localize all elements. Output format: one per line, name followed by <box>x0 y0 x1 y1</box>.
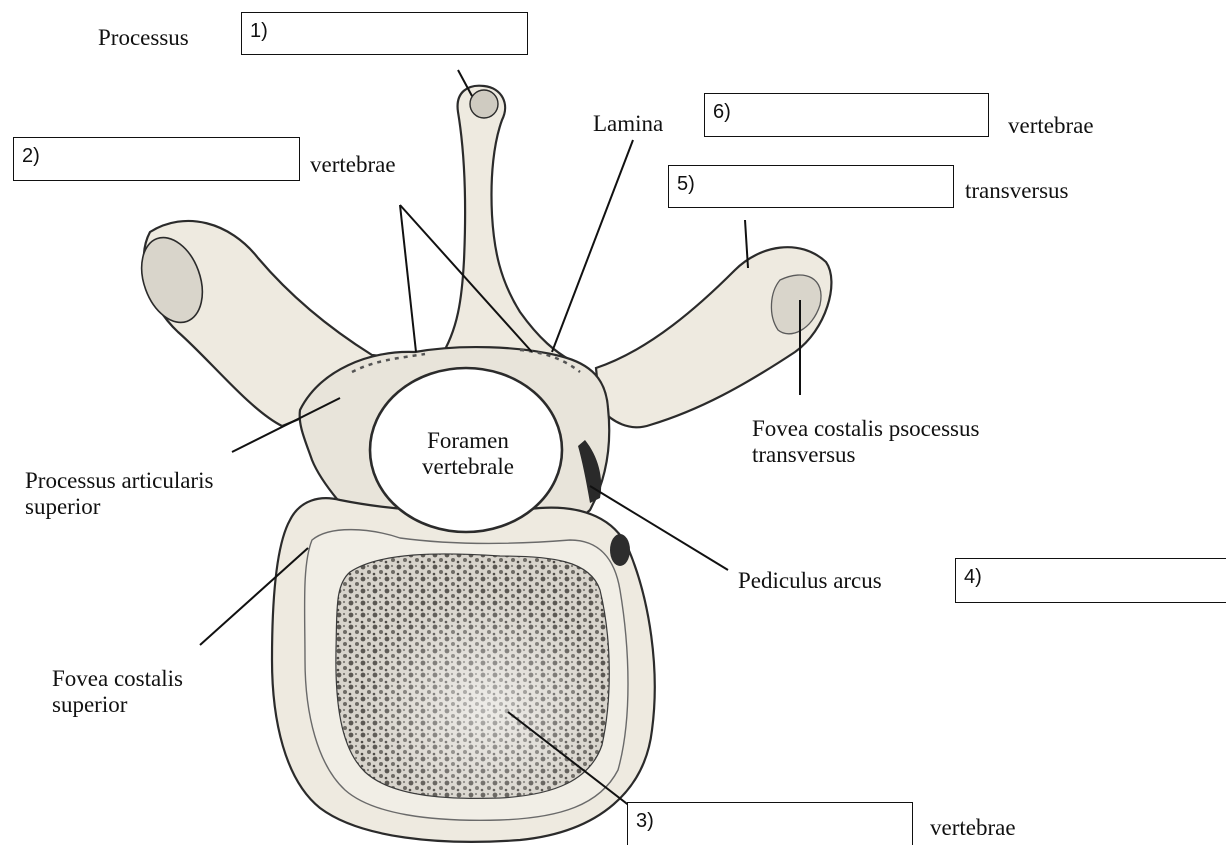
label-pediculus-arcus: Pediculus arcus <box>738 568 882 594</box>
answer-box-2[interactable]: 2) <box>13 137 300 181</box>
label-foramen-vertebrale: Foramen vertebrale <box>398 428 538 480</box>
label-transversus: transversus <box>965 178 1068 204</box>
answer-box-number: 5) <box>677 174 695 194</box>
answer-box-number: 6) <box>713 102 731 122</box>
label-vertebrae-2: vertebrae <box>310 152 396 178</box>
label-fovea-costalis-superior: Fovea costalis superior <box>52 666 242 718</box>
answer-box-number: 1) <box>250 21 268 41</box>
label-vertebrae-3: vertebrae <box>930 815 1016 841</box>
label-lamina: Lamina <box>593 111 663 137</box>
answer-box-number: 2) <box>22 146 40 166</box>
answer-box-6[interactable]: 6) <box>704 93 989 137</box>
right-transverse-process <box>596 247 831 427</box>
label-processus: Processus <box>98 25 189 51</box>
answer-box-4[interactable]: 4) <box>955 558 1226 603</box>
spinous-tip <box>470 90 498 118</box>
answer-box-1[interactable]: 1) <box>241 12 528 55</box>
label-processus-articularis-superior: Processus articularis superior <box>25 468 285 520</box>
spinous-process <box>440 86 570 372</box>
answer-box-3[interactable]: 3) <box>627 802 913 845</box>
right-costal-pit <box>610 534 630 566</box>
answer-box-number: 3) <box>636 811 654 831</box>
cancellous-highlight <box>336 554 609 798</box>
answer-box-5[interactable]: 5) <box>668 165 954 208</box>
label-fovea-costalis-transversus: Fovea costalis psocessus transversus <box>752 416 1002 468</box>
leader-lamina <box>552 140 633 352</box>
answer-box-number: 4) <box>964 567 982 587</box>
leader-vertebrae-left <box>400 205 416 352</box>
label-vertebrae-6: vertebrae <box>1008 113 1094 139</box>
